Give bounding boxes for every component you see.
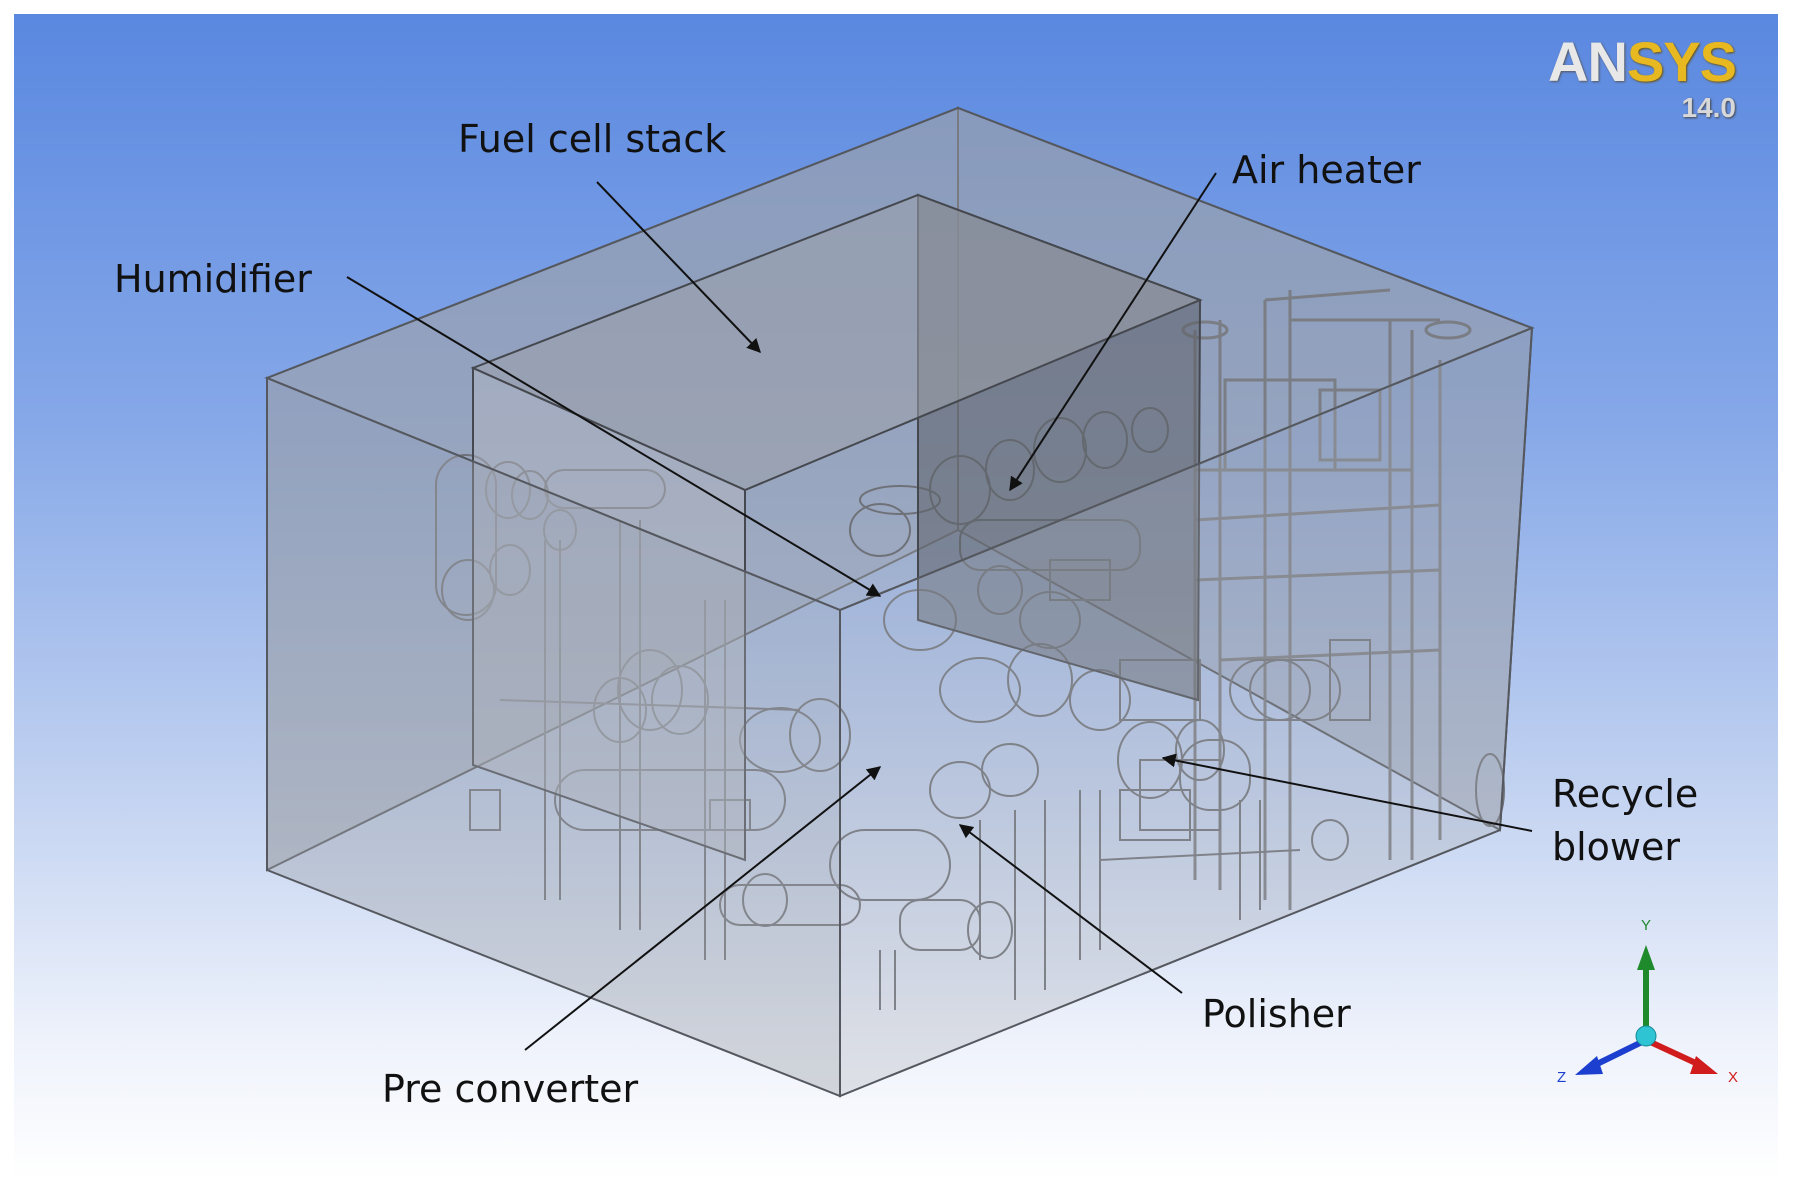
- arrow-polisher: [958, 824, 1183, 994]
- label-pre-converter: Pre converter: [382, 1067, 638, 1111]
- axis-z-line: [1593, 1037, 1648, 1068]
- logo-brand-part2: SYS: [1626, 30, 1737, 93]
- arrow-air-heater: [1009, 172, 1217, 492]
- axis-triad: Y X Z: [1557, 917, 1738, 1086]
- axis-z-label: Z: [1557, 1069, 1566, 1086]
- callout-labels: Fuel cell stack Air heater Humidifier Re…: [114, 117, 1698, 1111]
- axis-z-arrowhead: [1575, 1056, 1603, 1075]
- label-fuel-cell-stack: Fuel cell stack: [458, 117, 726, 161]
- axis-origin: [1635, 1025, 1657, 1047]
- label-recycle-blower-line2: blower: [1552, 825, 1680, 869]
- arrow-recycle-blower: [1161, 753, 1533, 832]
- label-air-heater: Air heater: [1232, 148, 1421, 192]
- label-recycle-blower-line1: Recycle: [1552, 772, 1698, 816]
- axis-x-line: [1644, 1037, 1702, 1068]
- model-scene: Fuel cell stack Air heater Humidifier Re…: [114, 106, 1738, 1111]
- axis-x-label: X: [1728, 1069, 1738, 1086]
- fuel-cell-stack-block: [470, 193, 1203, 862]
- axis-y-label: Y: [1641, 917, 1651, 934]
- callout-arrows: [346, 172, 1533, 1051]
- arrow-fuel-cell-stack: [596, 181, 761, 354]
- ansys-logo: ANSYS 14.0: [1548, 34, 1737, 124]
- axis-y-arrowhead: [1637, 945, 1655, 970]
- humidifier-assembly: [435, 454, 851, 960]
- label-humidifier: Humidifier: [114, 257, 312, 301]
- label-polisher: Polisher: [1202, 992, 1351, 1036]
- axis-x-arrowhead: [1690, 1056, 1718, 1074]
- arrow-pre-converter: [524, 766, 882, 1051]
- arrow-humidifier: [346, 276, 882, 597]
- lower-pipes: [719, 743, 1301, 1010]
- enclosure-front: [266, 326, 1534, 1098]
- logo-version: 14.0: [1681, 92, 1737, 123]
- logo-brand-part1: AN: [1548, 30, 1628, 93]
- internal-components: [435, 288, 1505, 1010]
- graphics-viewport[interactable]: Fuel cell stack Air heater Humidifier Re…: [14, 14, 1778, 1180]
- enclosure-front-right-face: [839, 326, 1534, 1098]
